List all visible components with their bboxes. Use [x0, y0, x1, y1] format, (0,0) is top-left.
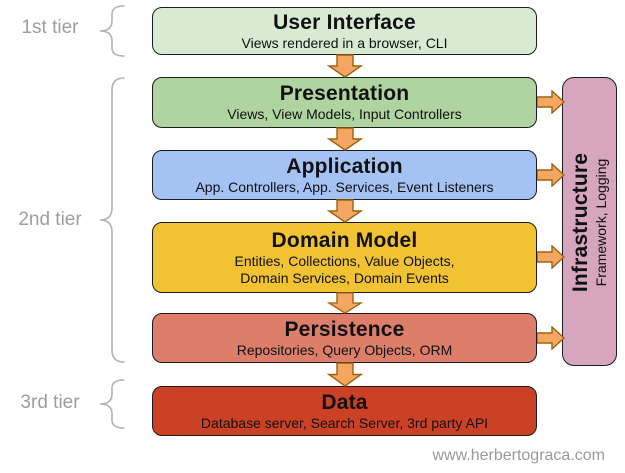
tier-label-1st: 1st tier — [21, 17, 79, 38]
arrow-down-icon — [327, 292, 363, 314]
layer-box-data: Data Database server, Search Server, 3rd… — [152, 386, 537, 436]
layer-title: Data — [321, 391, 368, 414]
layer-box-presentation: Presentation Views, View Models, Input C… — [152, 77, 537, 128]
layer-subtitle: Views rendered in a browser, CLI — [241, 35, 448, 51]
layer-box-domain-model: Domain Model Entities, Collections, Valu… — [152, 222, 537, 293]
watermark-url: www.herbertograca.com — [432, 447, 605, 464]
layer-subtitle: Repositories, Query Objects, ORM — [236, 342, 453, 358]
layer-subtitle: Views, View Models, Input Controllers — [227, 106, 462, 122]
arrow-down-icon — [327, 127, 363, 151]
tier-label-2nd: 2nd tier — [18, 209, 82, 230]
layer-subtitle: Database server, Search Server, 3rd part… — [200, 415, 489, 431]
layer-title: Domain Model — [271, 229, 418, 252]
tier-label-3rd: 3rd tier — [20, 392, 80, 413]
layer-subtitle: Entities, Collections, Value Objects,Dom… — [234, 253, 455, 286]
arrow-right-icon — [537, 245, 565, 269]
arrow-down-icon — [327, 199, 363, 223]
arrow-right-icon — [537, 326, 565, 350]
arrow-right-icon — [537, 90, 565, 114]
arrow-right-icon — [537, 163, 565, 187]
layer-title: Infrastructure — [569, 152, 592, 293]
layer-title: Presentation — [279, 82, 410, 105]
layer-box-user-interface: User Interface Views rendered in a brows… — [152, 7, 537, 55]
curly-brace-icon — [99, 5, 125, 57]
curly-brace-icon — [99, 77, 125, 363]
layer-box-application: Application App. Controllers, App. Servi… — [152, 150, 537, 200]
curly-brace-icon — [99, 379, 125, 429]
layer-title: Application — [286, 155, 403, 178]
arrow-down-icon — [327, 54, 363, 78]
layer-subtitle: Framework, Logging — [593, 158, 609, 287]
layer-box-infrastructure: Infrastructure Framework, Logging — [562, 77, 617, 366]
layer-subtitle: App. Controllers, App. Services, Event L… — [195, 179, 494, 195]
arrow-down-icon — [327, 362, 363, 387]
layer-title: Persistence — [284, 318, 405, 341]
layer-title: User Interface — [273, 11, 416, 34]
layer-box-persistence: Persistence Repositories, Query Objects,… — [152, 313, 537, 363]
